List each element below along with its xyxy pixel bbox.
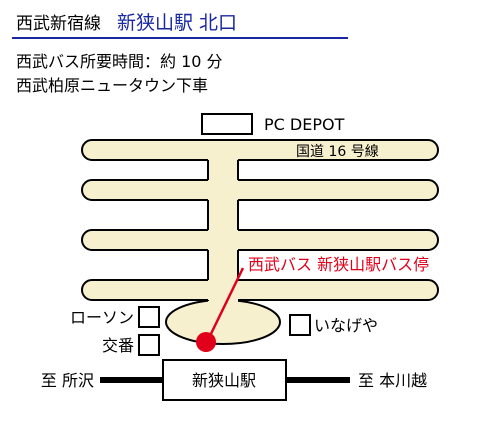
direction-left-label: 至 所沢 xyxy=(41,371,94,390)
line-name: 西武新宿線 xyxy=(16,14,101,34)
lawson-label: ローソン xyxy=(70,308,134,327)
direction-right-label: 至 本川越 xyxy=(358,371,427,390)
koban-label: 交番 xyxy=(102,336,134,355)
road-route16-label: 国道 16 号線 xyxy=(296,144,379,160)
railway-right xyxy=(286,377,350,383)
pc-depot-building xyxy=(201,113,253,135)
road-3 xyxy=(81,229,439,251)
inageya-label: いなげや xyxy=(314,316,378,335)
get-off-stop: 西武柏原ニュータウン下車 xyxy=(16,76,209,95)
header-title: 西武新宿線新狭山駅 北口 xyxy=(16,8,237,35)
inageya-building xyxy=(289,314,311,336)
bus-stop-marker xyxy=(196,332,216,352)
road-4 xyxy=(81,279,439,301)
lawson-building xyxy=(138,306,160,328)
station-title: 新狭山駅 北口 xyxy=(117,12,238,34)
koban-building xyxy=(138,334,160,356)
station-building xyxy=(162,359,287,401)
pc-depot-label: PC DEPOT xyxy=(264,115,345,134)
station-name-label: 新狭山駅 xyxy=(192,371,256,390)
road-vertical xyxy=(208,150,238,306)
bus-stop-pointer xyxy=(205,267,245,343)
railway-left xyxy=(100,377,164,383)
road-route16 xyxy=(81,139,439,161)
bus-stop-label: 西武バス 新狭山駅バス停 xyxy=(248,255,429,274)
road-2 xyxy=(81,179,439,201)
travel-time: 西武バス所要時間：約 10 分 xyxy=(16,52,223,71)
title-underline xyxy=(12,37,348,39)
